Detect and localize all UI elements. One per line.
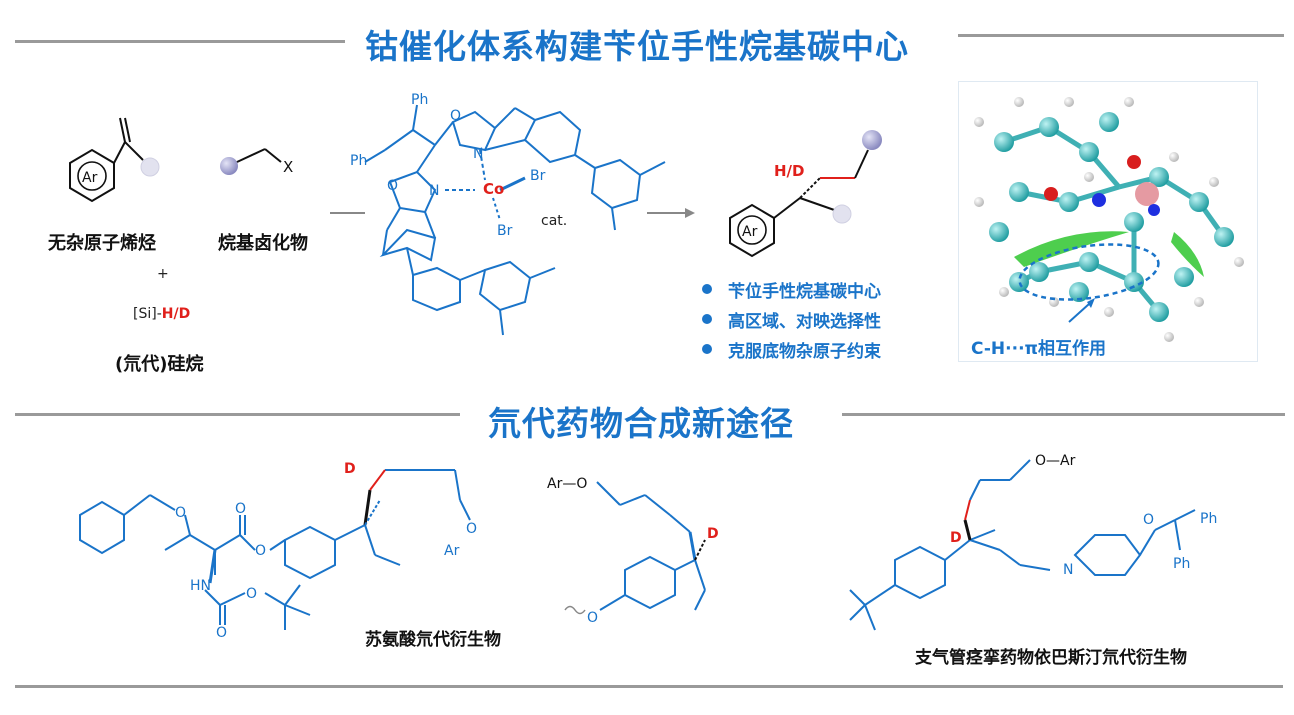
- threonine-derivative-structure: D O O O HN O O O Ar: [79, 461, 477, 641]
- alkene-label: 无杂原子烯烃: [48, 233, 156, 254]
- silane-label: (氘代)硅烷: [115, 354, 204, 375]
- molecular-model-panel: C-H···π相互作用: [958, 81, 1258, 362]
- ex1-hn: HN: [190, 578, 211, 594]
- product-hd: H/D: [774, 162, 804, 180]
- molecular-model-image: [974, 97, 1244, 342]
- ex1-o3: O: [255, 543, 266, 559]
- bullet-dot-icon: [702, 314, 712, 324]
- ex2-ar-o: Ar—O: [547, 476, 587, 492]
- ex1-label: 苏氨酸氘代衍生物: [365, 630, 501, 650]
- product-ar: Ar: [742, 224, 758, 240]
- feature-item: 苄位手性烷基碳中心: [702, 274, 881, 304]
- feature-text: 苄位手性烷基碳中心: [728, 281, 881, 302]
- cat-n1: N: [473, 146, 483, 162]
- feature-item: 高区域、对映选择性: [702, 304, 881, 334]
- feature-text: 高区域、对映选择性: [728, 311, 881, 332]
- ex3-ph1: Ph: [1200, 511, 1217, 527]
- ex1-ar: Ar: [444, 543, 460, 559]
- ex2-d: D: [707, 526, 719, 542]
- halide-x-text: X: [283, 158, 293, 176]
- cat-br1: Br: [530, 168, 546, 184]
- cat-br2: Br: [497, 223, 513, 239]
- product-structure: H/D Ar: [729, 130, 882, 258]
- ex3-label: 支气管痉挛药物依巴斯汀氘代衍生物: [915, 648, 1187, 668]
- cat-co: Co: [483, 180, 504, 198]
- catalyst-structure: Ph Ph O N O N Co Br Br cat.: [330, 92, 695, 336]
- ex3-n: N: [1063, 562, 1073, 578]
- feature-text: 克服底物杂原子约束: [728, 341, 881, 362]
- ex3-o-ar: O—Ar: [1035, 453, 1076, 469]
- alkene-structure: Ar: [69, 117, 160, 203]
- ex3-ph2: Ph: [1173, 556, 1190, 572]
- ex1-o4: O: [216, 625, 227, 641]
- feature-item: 克服底物杂原子约束: [702, 334, 881, 364]
- feature-list: 苄位手性烷基碳中心 高区域、对映选择性 克服底物杂原子约束: [702, 274, 881, 364]
- ebastine-derivative-structure: O—Ar D N O Ph Ph: [849, 453, 1217, 631]
- cat-n2: N: [429, 183, 439, 199]
- silane-hd: H/D: [161, 306, 191, 322]
- page-title: 钴催化体系构建苄位手性烷基碳中心: [365, 27, 909, 66]
- plus-sign: +: [157, 266, 169, 282]
- section2-title: 氘代药物合成新途径: [488, 404, 794, 443]
- silane-formula: [Si]-H/D: [133, 306, 190, 322]
- cat-o1: O: [450, 108, 461, 124]
- section2-rule-left: [15, 413, 460, 416]
- cat-ph1: Ph: [350, 153, 367, 169]
- ex2-o: O: [587, 610, 598, 626]
- header-rule-right: [958, 34, 1284, 37]
- example2-structure: Ar—O D O: [547, 476, 719, 626]
- cat-ph2: Ph: [411, 92, 428, 108]
- ex1-o1: O: [175, 505, 186, 521]
- bullet-dot-icon: [702, 344, 712, 354]
- bullet-dot-icon: [702, 284, 712, 294]
- cat-o2: O: [387, 178, 398, 194]
- cat-label: cat.: [541, 213, 567, 229]
- alkyl-halide-structure: X: [220, 148, 293, 176]
- silane-prefix: [Si]-: [133, 306, 162, 322]
- ex3-d: D: [950, 530, 962, 546]
- ex1-o5: O: [246, 586, 257, 602]
- section2-rule-right: [842, 413, 1285, 416]
- halide-label: 烷基卤化物: [218, 233, 308, 254]
- alkene-ar-text: Ar: [82, 170, 98, 186]
- ex1-o6: O: [466, 521, 477, 537]
- footer-rule: [15, 685, 1283, 688]
- ex1-o2: O: [235, 501, 246, 517]
- header-rule-left: [15, 40, 345, 43]
- ex3-o: O: [1143, 512, 1154, 528]
- ex1-d: D: [344, 461, 356, 477]
- ch-pi-label: C-H···π相互作用: [971, 339, 1106, 359]
